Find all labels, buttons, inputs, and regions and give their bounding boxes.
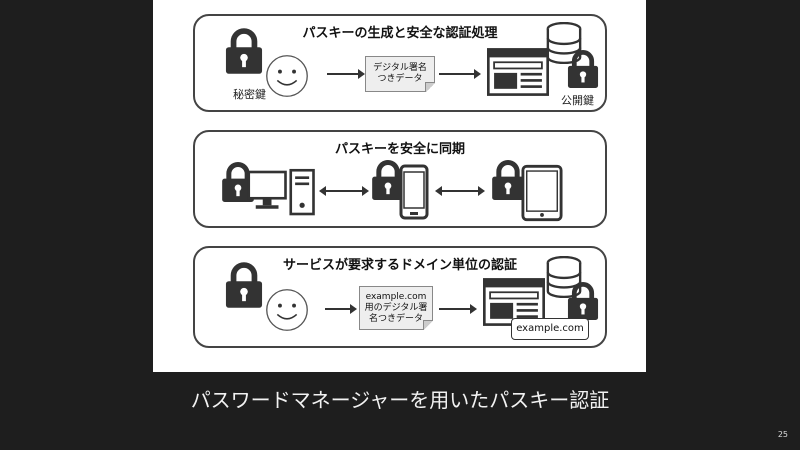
desktop-computer-icon xyxy=(247,168,317,218)
panel-title: サービスが要求するドメイン単位の認証 xyxy=(282,258,517,273)
panel-title: パスキーを安全に同期 xyxy=(334,142,465,157)
note-line: 用のデジタル署 xyxy=(364,303,428,313)
smiley-face-icon xyxy=(265,288,309,332)
lock-icon xyxy=(225,262,263,308)
note-line: 名つきデータ xyxy=(368,314,423,324)
panel-title: パスキーの生成と安全な認証処理 xyxy=(302,26,498,41)
panel-sync: パスキーを安全に同期 xyxy=(193,130,607,228)
slide-title: パスワードマネージャーを用いたパスキー認証 xyxy=(190,388,610,412)
note-line: example.com xyxy=(365,292,427,302)
tablet-icon xyxy=(521,164,563,222)
arrow xyxy=(325,304,357,314)
page-number: 25 xyxy=(777,430,788,439)
note-line: デジタル署名 xyxy=(373,63,427,73)
sync-arrow xyxy=(319,186,369,196)
sync-arrow xyxy=(435,186,485,196)
arrow xyxy=(327,69,365,79)
smiley-face-icon xyxy=(265,54,309,98)
lock-icon xyxy=(567,50,599,88)
public-key-label: 公開鍵 xyxy=(561,94,594,107)
note-line: つきデータ xyxy=(377,74,423,84)
private-key-label: 秘密鍵 xyxy=(233,88,266,101)
panel-generation: パスキーの生成と安全な認証処理 秘密鍵 デジタル署名 つきデータ 公開鍵 xyxy=(193,14,607,112)
smartphone-icon xyxy=(399,164,429,220)
lock-icon xyxy=(225,28,263,74)
lock-icon xyxy=(567,282,599,320)
domain-badge: example.com xyxy=(511,318,589,340)
arrow xyxy=(439,69,481,79)
arrow xyxy=(439,304,477,314)
browser-window-icon xyxy=(487,48,549,96)
signed-data-note: デジタル署名 つきデータ xyxy=(365,56,435,92)
panel-domain: サービスが要求するドメイン単位の認証 example.com 用のデジタル署 名… xyxy=(193,246,607,348)
lock-icon xyxy=(491,160,525,200)
slide-card: パスキーの生成と安全な認証処理 秘密鍵 デジタル署名 つきデータ 公開鍵 パスキ… xyxy=(153,0,646,372)
signed-data-note: example.com 用のデジタル署 名つきデータ xyxy=(359,286,433,330)
